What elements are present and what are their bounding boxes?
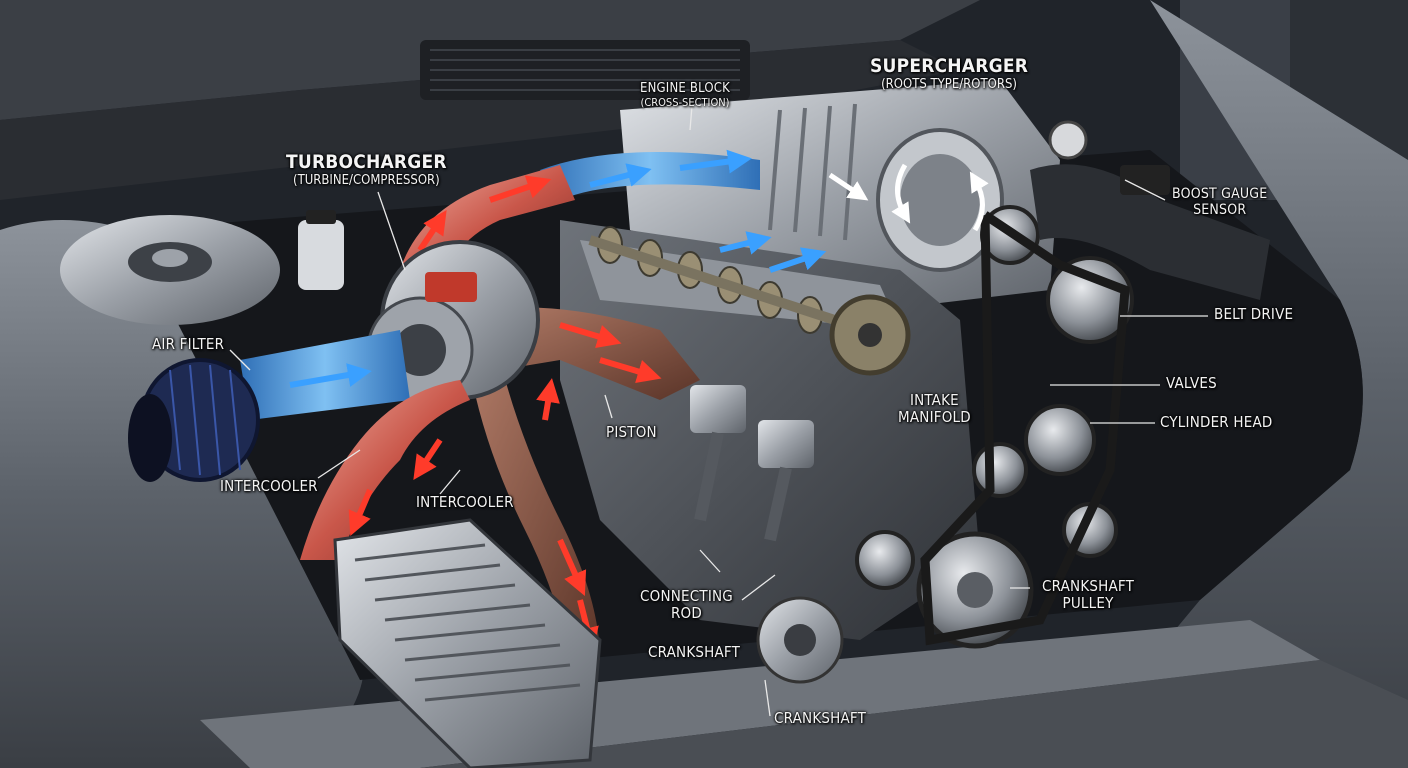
engine-block-subtitle: (CROSS-SECTION): [640, 95, 730, 109]
supercharger-title: SUPERCHARGER: [870, 55, 1029, 77]
intake-manifold-label: INTAKE MANIFOLD: [898, 391, 971, 427]
intercooler-center-text: INTERCOOLER: [416, 493, 514, 511]
belt-drive-text: BELT DRIVE: [1214, 305, 1294, 323]
crankshaft-pulley-line1: CRANKSHAFT: [1042, 577, 1135, 595]
turbocharger-title: TURBOCHARGER: [286, 151, 447, 173]
cylinder-head-label: CYLINDER HEAD: [1160, 413, 1273, 431]
connecting-rod-line1: CONNECTING: [640, 587, 733, 605]
boost-gauge-line2: SENSOR: [1193, 202, 1247, 219]
turbocharger-subtitle: (TURBINE/COMPRESSOR): [293, 172, 440, 188]
intercooler-center-label: INTERCOOLER: [416, 493, 514, 511]
air-filter-label: AIR FILTER: [152, 335, 225, 353]
belt-drive-label: BELT DRIVE: [1214, 305, 1294, 323]
boost-gauge-line1: BOOST GAUGE: [1172, 186, 1268, 202]
intercooler-left-label: INTERCOOLER: [220, 477, 318, 495]
crankshaft-pulley-line2: PULLEY: [1062, 594, 1114, 613]
crankshaft-bottom-label: CRANKSHAFT: [774, 709, 867, 727]
intercooler-left-text: INTERCOOLER: [220, 477, 318, 495]
intake-manifold-line2: MANIFOLD: [898, 408, 971, 427]
connecting-rod-label: CONNECTING ROD: [640, 587, 733, 623]
crankshaft-center-label: CRANKSHAFT: [648, 643, 741, 661]
crankshaft-pulley-label: CRANKSHAFT PULLEY: [1042, 577, 1135, 613]
cylinder-head-text: CYLINDER HEAD: [1160, 413, 1273, 431]
intake-manifold-line1: INTAKE: [909, 391, 959, 409]
valves-text: VALVES: [1166, 374, 1217, 392]
boost-gauge-label: BOOST GAUGE SENSOR: [1172, 186, 1267, 218]
air-filter-text: AIR FILTER: [152, 335, 225, 353]
piston-text: PISTON: [606, 423, 657, 441]
engine-block-label: ENGINE BLOCK (CROSS-SECTION): [640, 81, 731, 110]
piston-label: PISTON: [606, 423, 657, 441]
turbocharger-label: TURBOCHARGER (TURBINE/COMPRESSOR): [286, 151, 447, 189]
valves-label: VALVES: [1166, 374, 1217, 392]
crankshaft-center-text: CRANKSHAFT: [648, 643, 741, 661]
connecting-rod-line2: ROD: [670, 604, 702, 623]
crankshaft-bottom-text: CRANKSHAFT: [774, 709, 867, 727]
supercharger-label: SUPERCHARGER (ROOTS TYPE/ROTORS): [870, 55, 1029, 93]
engine-block-title: ENGINE BLOCK: [640, 81, 731, 96]
supercharger-subtitle: (ROOTS TYPE/ROTORS): [881, 76, 1017, 92]
